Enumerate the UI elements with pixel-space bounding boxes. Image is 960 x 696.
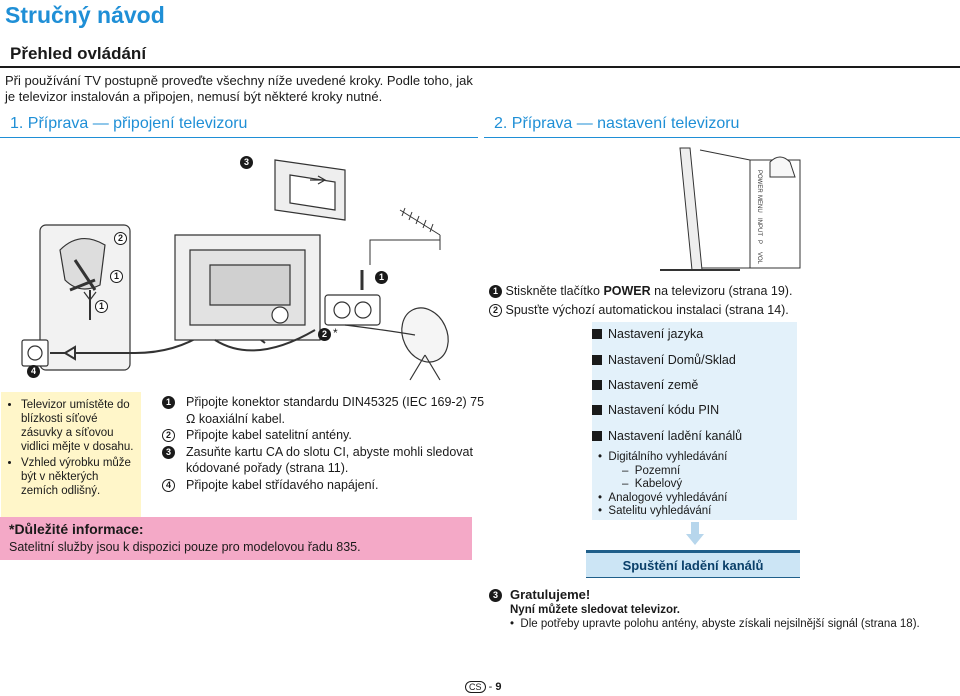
language-badge: CS <box>465 681 486 693</box>
callout-3: 3 <box>240 156 253 169</box>
important-text: Satelitní služby jsou k dispozici pouze … <box>9 540 361 554</box>
tv-label-p: P <box>756 240 762 244</box>
connector-panel-illustration <box>324 270 381 326</box>
step-text: Zasuňte kartu CA do slotu CI, abyste moh… <box>186 444 473 476</box>
congrats-sub: Nyní můžete sledovat televizor. <box>510 603 681 616</box>
tip-box: Televizor umístěte do blízkosti síťové z… <box>1 392 141 522</box>
menu-item-home-store: Nastavení Domů/Sklad <box>592 353 736 367</box>
setup-step2-text: Spusťte výchozí automatickou instalaci (… <box>505 303 789 317</box>
tv-label-menu: MENU <box>756 195 762 213</box>
connection-illustration <box>21 159 449 381</box>
menu-item-pin: Nastavení kódu PIN <box>592 403 719 417</box>
section2-rule <box>484 137 960 138</box>
step-number: 2 <box>489 304 502 317</box>
section2-heading: 2. Příprava — nastavení televizoru <box>494 115 740 132</box>
callout-1c: 1 <box>375 271 388 284</box>
submenu-item: • Digitálního vyhledávání <box>598 451 728 463</box>
callout-1b: 1 <box>95 300 108 313</box>
tv-label-input: INPUT <box>756 218 762 236</box>
ci-card-illustration <box>274 159 346 221</box>
power-cable-illustration <box>39 224 131 371</box>
section-heading: Přehled ovládání <box>10 44 147 63</box>
step-number: 2 <box>162 429 175 442</box>
submenu-item: • Analogové vyhledávání <box>598 491 728 504</box>
menu-label: Nastavení Domů/Sklad <box>608 353 736 367</box>
intro-text: Při používání TV postupně proveďte všech… <box>5 73 473 104</box>
tv-label-vol: VOL <box>756 252 762 265</box>
important-note: *Důležité informace: Satelitní služby js… <box>0 517 472 560</box>
submenu-label: Satelitu vyhledávání <box>608 505 712 517</box>
step-text: Připojte kabel střídavého napájení. <box>186 477 379 492</box>
step-text: Připojte kabel satelitní antény. <box>186 428 352 442</box>
page-title: Stručný návod <box>5 2 165 28</box>
setup-step1-suffix: na televizoru (strana 19). <box>650 284 793 298</box>
important-title: *Důležité informace: <box>9 521 144 537</box>
callout-4: 4 <box>27 365 40 378</box>
power-label: POWER <box>603 284 651 298</box>
menu-label: Nastavení jazyka <box>608 327 704 341</box>
menu-item-country: Nastavení země <box>592 378 698 392</box>
step-number: 3 <box>162 445 175 459</box>
step-number: 4 <box>162 478 175 492</box>
congrats-title: Gratulujeme! <box>510 587 591 602</box>
submenu-label: Kabelový <box>634 478 683 490</box>
setup-panel <box>592 322 797 520</box>
connection-steps: 1 Připojte konektor standardu DIN45325 (I… <box>162 394 492 493</box>
note-text: Dle potřeby upravte polohu antény, abyst… <box>520 618 920 630</box>
step-text: Připojte konektor standardu DIN45325 (IE… <box>186 395 485 426</box>
section1-rule <box>0 137 478 138</box>
menu-label: Nastavení ladění kanálů <box>608 429 743 443</box>
setup-step1-prefix: Stiskněte tlačítko <box>505 284 604 298</box>
step-number: 1 <box>489 285 502 298</box>
star-mark: * <box>333 326 338 340</box>
page-number: CS - 9 <box>465 681 501 693</box>
tuning-submenu: • Digitálního vyhledávání – Pozemní – Ka… <box>598 451 727 519</box>
step-number: 3 <box>489 589 502 602</box>
page-value: 9 <box>495 681 502 693</box>
start-tuning-button[interactable]: Spuštění ladění kanálů <box>586 550 800 578</box>
menu-item-channel-tuning: Nastavení ladění kanálů <box>592 429 742 443</box>
satellite-dish-illustration <box>344 307 449 381</box>
callout-2-star: 2 <box>318 328 331 341</box>
submenu-label: Digitálního vyhledávání <box>608 451 728 463</box>
setup-step-3: 3 Gratulujeme! Nyní můžete sledovat tele… <box>489 587 950 632</box>
submenu-label: Analogové vyhledávání <box>608 491 728 504</box>
callout-2: 2 <box>114 232 127 245</box>
tv-back-illustration <box>174 234 321 352</box>
section1-heading: 1. Příprava — připojení televizoru <box>10 115 248 132</box>
tip-item: Televizor umístěte do blízkosti síťové z… <box>21 398 137 454</box>
callout-1a: 1 <box>110 270 123 283</box>
menu-label: Nastavení kódu PIN <box>608 403 720 417</box>
step-number: 1 <box>162 396 175 409</box>
setup-step-1: 1 Stiskněte tlačítko POWER na televizoru… <box>489 283 959 300</box>
submenu-label: Pozemní <box>634 464 681 477</box>
menu-item-language: Nastavení jazyka <box>592 327 703 341</box>
divider <box>0 66 960 68</box>
arrow-down-icon <box>686 522 704 545</box>
submenu-subitem: – Kabelový <box>622 478 683 490</box>
submenu-subitem: – Pozemní <box>622 464 681 477</box>
tv-side-illustration: POWER MENU INPUT P VOL <box>660 147 801 271</box>
menu-label: Nastavení země <box>608 378 699 392</box>
tip-item: Vzhled výrobku může být v některých zemí… <box>21 456 137 498</box>
antenna-illustration <box>369 207 441 265</box>
setup-step-2: 2 Spusťte výchozí automatickou instalaci… <box>489 302 959 319</box>
tv-label-power: POWER <box>756 170 762 193</box>
congrats-note: • Dle potřeby upravte polohu antény, aby… <box>510 618 920 630</box>
page-sep: - <box>488 681 493 693</box>
submenu-item: • Satelitu vyhledávání <box>598 505 712 517</box>
